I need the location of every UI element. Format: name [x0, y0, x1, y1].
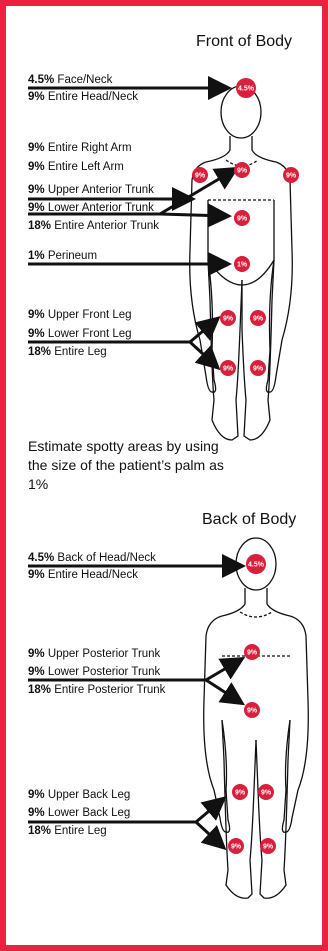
label-entire-anterior-trunk: 18% Entire Anterior Trunk: [28, 219, 159, 233]
svg-text:9%: 9%: [195, 173, 206, 180]
svg-text:9%: 9%: [286, 173, 297, 180]
badge-back-thigh-left: 9%: [258, 784, 274, 800]
svg-text:9%: 9%: [261, 790, 272, 797]
label-right-arm: 9% Entire Right Arm: [28, 141, 132, 155]
svg-text:9%: 9%: [223, 366, 234, 373]
label-lower-anterior-trunk: 9% Lower Anterior Trunk: [28, 201, 154, 215]
label-left-arm: 9% Entire Left Arm: [28, 160, 124, 174]
badge-head: 4.5%: [236, 78, 256, 98]
badge-perineum: 1%: [234, 256, 250, 272]
svg-text:9%: 9%: [231, 844, 242, 851]
badge-left-arm: 9%: [283, 167, 299, 183]
badge-shin-left: 9%: [250, 360, 266, 376]
back-arrows: [28, 566, 240, 846]
badge-thigh-left: 9%: [250, 310, 266, 326]
svg-text:1%: 1%: [237, 262, 248, 269]
label-perineum: 1% Perineum: [28, 249, 97, 263]
label-entire-posterior-trunk: 18% Entire Posterior Trunk: [28, 683, 165, 697]
badge-back-thigh-right: 9%: [232, 784, 248, 800]
label-entire-head-neck: 9% Entire Head/Neck: [28, 90, 138, 104]
badge-back-head: 4.5%: [246, 554, 266, 574]
badge-abdomen: 9%: [234, 210, 250, 226]
label-entire-front-leg: 18% Entire Leg: [28, 345, 107, 359]
badge-upper-back: 9%: [244, 644, 260, 660]
back-badges: 4.5% 9% 9% 9% 9% 9% 9%: [228, 554, 276, 854]
svg-text:9%: 9%: [253, 316, 264, 323]
palm-estimate-note: Estimate spotty areas by using the size …: [28, 437, 238, 494]
label-entire-back-leg: 18% Entire Leg: [28, 824, 107, 838]
svg-text:4.5%: 4.5%: [248, 562, 265, 569]
svg-text:9%: 9%: [237, 168, 248, 175]
label-upper-anterior-trunk: 9% Upper Anterior Trunk: [28, 183, 154, 197]
label-lower-back-leg: 9% Lower Back Leg: [28, 806, 130, 820]
label-back-head-neck: 4.5% Back of Head/Neck: [28, 551, 156, 566]
badge-calf-left: 9%: [260, 838, 276, 854]
svg-text:9%: 9%: [223, 316, 234, 323]
svg-text:9%: 9%: [263, 844, 274, 851]
label-upper-front-leg: 9% Upper Front Leg: [28, 308, 132, 322]
badge-thigh-right: 9%: [220, 310, 236, 326]
svg-text:4.5%: 4.5%: [238, 86, 255, 93]
front-title: Front of Body: [196, 33, 292, 51]
badge-calf-right: 9%: [228, 838, 244, 854]
label-lower-posterior-trunk: 9% Lower Posterior Trunk: [28, 665, 160, 679]
svg-text:9%: 9%: [247, 708, 258, 715]
back-title: Back of Body: [202, 511, 296, 529]
svg-text:9%: 9%: [235, 790, 246, 797]
badge-right-arm: 9%: [192, 167, 208, 183]
label-back-entire-head-neck: 9% Entire Head/Neck: [28, 568, 138, 582]
svg-text:9%: 9%: [253, 366, 264, 373]
label-lower-front-leg: 9% Lower Front Leg: [28, 327, 132, 341]
badge-chest: 9%: [234, 162, 250, 178]
label-upper-posterior-trunk: 9% Upper Posterior Trunk: [28, 647, 160, 661]
badge-shin-right: 9%: [220, 360, 236, 376]
svg-text:9%: 9%: [247, 650, 258, 657]
badge-lower-back: 9%: [244, 702, 260, 718]
svg-text:9%: 9%: [237, 216, 248, 223]
label-upper-back-leg: 9% Upper Back Leg: [28, 788, 130, 802]
label-face-neck: 4.5% Face/Neck: [28, 73, 112, 88]
